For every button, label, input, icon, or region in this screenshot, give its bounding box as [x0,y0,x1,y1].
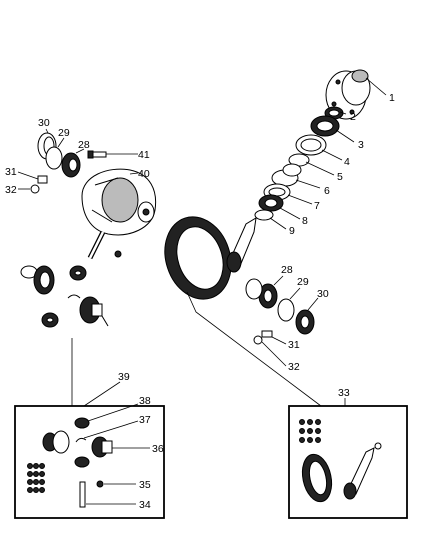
callout-32-left: 32 [5,184,17,196]
callout-31-right: 31 [288,339,300,351]
part-32-bolt-right [253,335,263,345]
callout-39: 39 [118,371,130,383]
callout-30-right: 30 [317,288,329,300]
part-41-bolt [87,150,107,159]
callout-37: 37 [139,414,151,426]
ring-gear [164,216,232,300]
part-29-shim-left [45,146,63,170]
cross-shaft [87,230,106,260]
callout-29-left: 29 [58,127,70,139]
callout-34: 34 [139,499,151,511]
kit-ring-gear [301,453,333,503]
lock-bolt [114,250,122,258]
callout-8: 8 [302,215,308,227]
callout-32-right: 32 [288,361,300,373]
pinion-gear-lower [41,312,59,328]
kit-clip [75,437,87,443]
callout-40: 40 [138,168,150,180]
callout-3: 3 [358,139,364,151]
kit-bolt-set [299,419,321,443]
part-32-bolt-left [30,184,40,194]
part-31-clip-right [261,330,273,338]
callout-1: 1 [389,92,395,104]
part-29-shim-right [277,298,295,322]
callout-33: 33 [338,387,350,399]
pinion-gear-upper [69,265,87,281]
part-4-bearing-cup [295,134,327,156]
callout-31-left: 31 [5,166,17,178]
callout-7: 7 [314,200,320,212]
callout-38: 38 [139,395,151,407]
thrust-clip [67,294,81,299]
bearing-cup-right-extra [245,278,263,300]
kit-pinion-gear-upper [74,417,90,429]
part-9-shim [254,209,274,221]
kit-side-gear-right [91,436,113,458]
callout-28-right: 28 [281,264,293,276]
callout-9: 9 [289,225,295,237]
side-gear-left [33,265,55,295]
drive-pinion [226,217,257,273]
callout-2: 2 [350,111,356,123]
part-6-collapsible-spacer [271,163,302,187]
part-28-bearing-left [61,152,81,178]
callout-29-right: 29 [297,276,309,288]
kit-pinion-gear-lower [74,456,90,468]
callout-30-left: 30 [38,117,50,129]
kit-drive-pinion [343,442,382,500]
callout-36: 36 [152,443,164,455]
callout-35: 35 [139,479,151,491]
differential-kit-box [14,405,165,519]
kit-bolt [96,480,104,488]
kit-cross-shaft [79,481,86,508]
part-3-bearing [310,115,340,137]
callout-4: 4 [344,156,350,168]
callout-41: 41 [138,149,150,161]
kit-side-gear-left [42,430,70,454]
part-31-clip-left [37,175,48,184]
ring-pinion-kit-box [288,405,408,519]
part-8-pinion-bearing [258,194,284,212]
part-40-differential-case [81,168,157,236]
callout-28-left: 28 [78,139,90,151]
callout-5: 5 [337,171,343,183]
callout-6: 6 [324,185,330,197]
kit-small-parts-column [27,463,45,493]
side-gear-right [79,296,109,327]
part-30-bearing-cup-right [295,309,315,335]
